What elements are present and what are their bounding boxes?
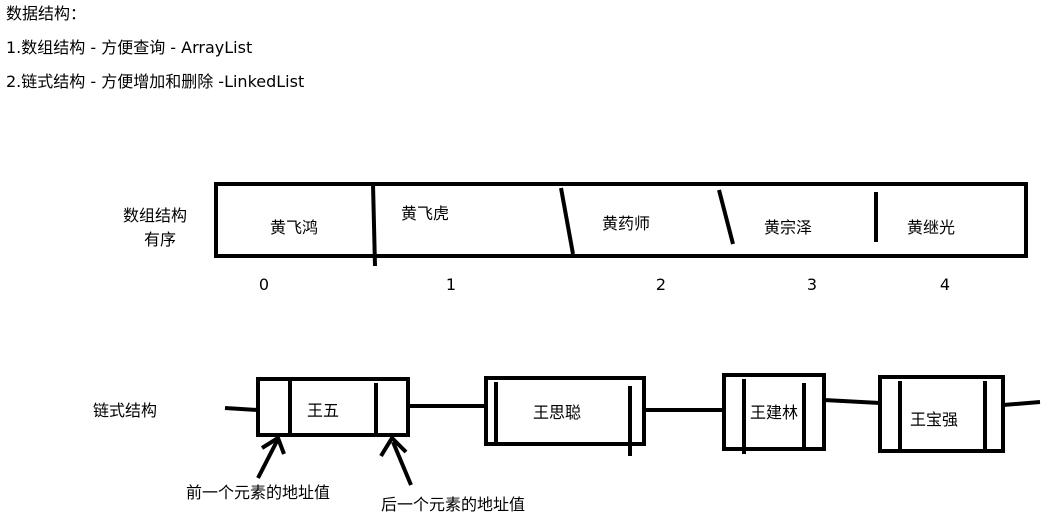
array-index-4: 4	[940, 275, 950, 294]
array-cell-2: 黄药师	[602, 214, 650, 233]
link-3-4	[823, 398, 881, 405]
array-cell-0: 黄飞鸿	[270, 218, 318, 237]
array-index-1: 1	[446, 275, 456, 294]
array-index-2: 2	[656, 275, 666, 294]
prev-address-label: 前一个元素的地址值	[186, 483, 330, 502]
array-cell-3: 黄宗泽	[764, 218, 812, 237]
array-label-line2: 有序	[144, 230, 176, 249]
array-cell-1: 黄飞虎	[401, 204, 449, 223]
array-index-0: 0	[259, 275, 269, 294]
array-index-3: 3	[807, 275, 817, 294]
node-value-3: 王建林	[750, 403, 798, 422]
notes-line-arraylist: 1.数组结构 - 方便查询 - ArrayList	[6, 38, 253, 57]
array-cell-4: 黄继光	[907, 218, 955, 237]
link-head-stub	[224, 406, 259, 412]
array-divider-1	[371, 183, 377, 267]
prev-address-arrow	[256, 436, 286, 479]
array-box	[214, 182, 1028, 258]
node-value-2: 王思聪	[533, 403, 581, 422]
array-label-line1: 数组结构	[123, 206, 187, 225]
array-divider-2	[559, 187, 575, 255]
node-value-1: 王五	[307, 401, 339, 420]
node-value-4: 王宝强	[910, 410, 958, 429]
node-box-3	[722, 373, 826, 451]
next-address-label: 后一个元素的地址值	[381, 495, 525, 514]
notes-line-linkedlist: 2.链式结构 - 方便增加和删除 -LinkedList	[6, 72, 305, 91]
link-tail-stub	[1002, 400, 1041, 407]
node-box-4	[878, 375, 1005, 453]
linked-label: 链式结构	[93, 401, 157, 420]
array-divider-3	[717, 189, 735, 245]
next-address-arrow	[379, 436, 413, 486]
notes-title: 数据结构：	[6, 4, 87, 23]
